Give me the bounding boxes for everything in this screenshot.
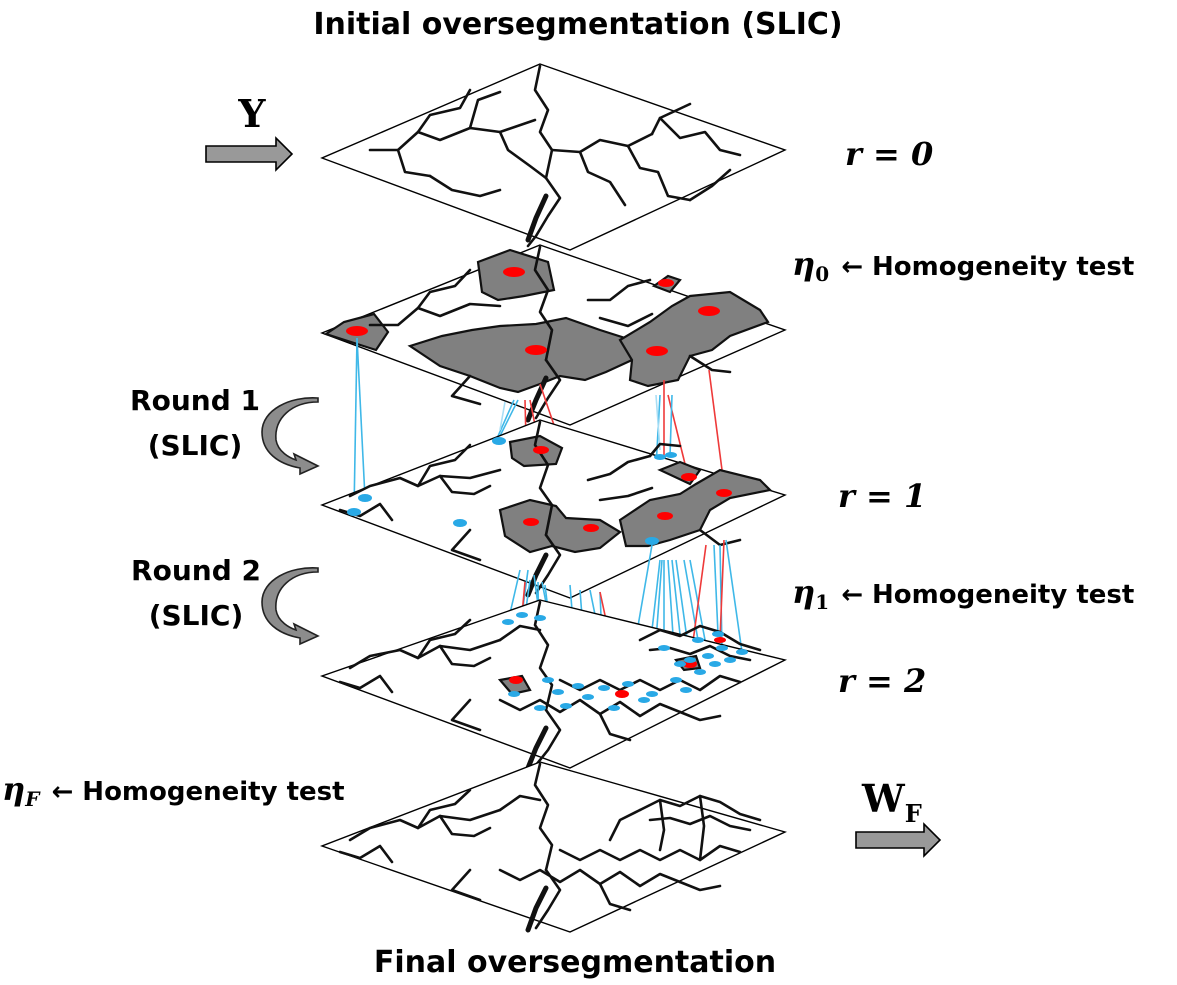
level-label-r1: r = 1	[838, 477, 926, 515]
homogeneity-test-etaF: ηF← Homogeneity test	[2, 770, 345, 811]
level-label-r2: r = 2	[838, 662, 926, 700]
round2-label-line1: Round 2	[131, 554, 261, 587]
input-arrow-icon	[205, 136, 294, 172]
diagram-title: Initial oversegmentation (SLIC)	[313, 7, 842, 42]
homogeneity-test-eta1: η1← Homogeneity test	[792, 573, 1134, 614]
plane-r1	[320, 419, 787, 599]
level-label-r0: r = 0	[845, 135, 933, 173]
homogeneity-test-eta0: η0← Homogeneity test	[792, 245, 1134, 286]
plane-final	[319, 761, 787, 933]
output-symbol: WF	[861, 776, 922, 828]
round1-curved-arrow-icon	[261, 397, 320, 476]
output-arrow-icon	[855, 822, 942, 858]
round1-label-line1: Round 1	[130, 384, 260, 417]
round2-curved-arrow-icon	[261, 567, 320, 646]
round1-label-line2: (SLIC)	[148, 429, 243, 462]
plane-r2	[319, 599, 788, 771]
round2-label-line2: (SLIC)	[149, 599, 244, 632]
input-symbol: Y	[237, 91, 266, 136]
plane-r0	[320, 63, 787, 251]
diagram-footer: Final oversegmentation	[374, 945, 776, 980]
plane-eta0	[320, 244, 787, 426]
